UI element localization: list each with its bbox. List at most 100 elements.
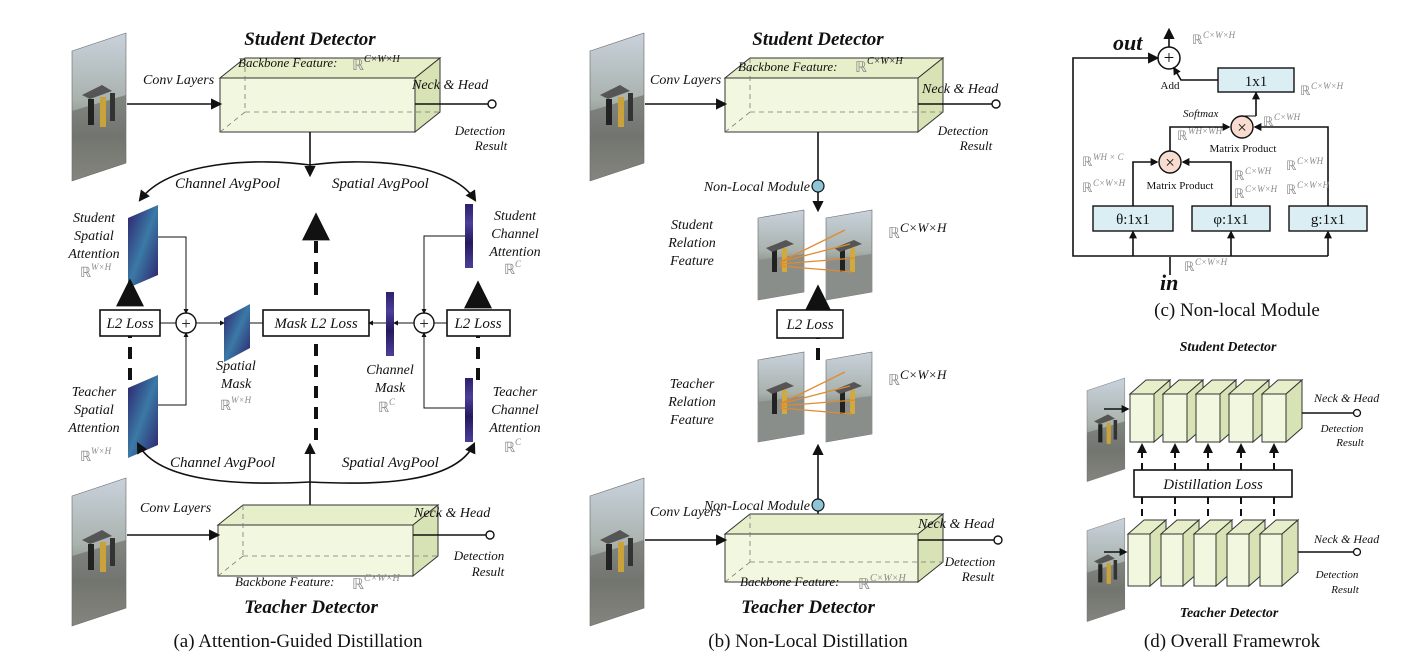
reals-symbol: ℝ — [352, 577, 364, 593]
reals-symbol: ℝ — [1300, 83, 1311, 98]
student-relation-label: Feature — [669, 254, 714, 269]
plus-icon: + — [419, 314, 429, 333]
reals-symbol: ℝ — [1192, 32, 1203, 47]
student-spatial-label: Spatial — [74, 229, 114, 244]
phi-conv-label: φ:1x1 — [1213, 212, 1248, 228]
teacher-spatial-attention-map — [128, 375, 158, 458]
panel-d-caption: (d) Overall Framewrok — [1144, 631, 1321, 652]
dims-label: C×W×H — [1203, 30, 1236, 40]
reals-symbol: ℝ — [855, 60, 867, 76]
reals-symbol: ℝ — [352, 58, 364, 74]
reals-symbol: ℝ — [378, 401, 389, 416]
dims-label: C×W×H — [364, 54, 400, 65]
plus-icon: + — [181, 314, 191, 333]
reals-symbol: ℝ — [80, 266, 91, 281]
student-output-node — [487, 99, 497, 109]
reals-symbol: ℝ — [80, 450, 91, 465]
teacher-stage-blocks — [1126, 518, 1300, 588]
dims-label: C×W×H — [1297, 180, 1330, 190]
softmax-label: Softmax — [1183, 108, 1219, 120]
plus-icon: + — [1164, 48, 1175, 69]
student-non-local-node — [811, 179, 825, 193]
teacher-relation-image-right — [825, 351, 873, 443]
student-backbone-box — [218, 56, 442, 134]
detection-label: Detection — [937, 123, 989, 138]
conv-layers-label: Conv Layers — [140, 501, 212, 516]
teacher-input-image — [71, 477, 127, 627]
student-backbone-label: Backbone Feature: — [738, 59, 838, 74]
distillation-loss-label: Distillation Loss — [1162, 477, 1263, 493]
dims-label: W×H — [91, 446, 112, 456]
g-conv-label: g:1x1 — [1311, 212, 1345, 228]
student-channel-label: Student — [494, 209, 537, 224]
reals-symbol: ℝ — [1184, 259, 1195, 274]
spatial-mask-label: Spatial — [216, 359, 256, 374]
dims-label: C×W×H — [900, 220, 947, 235]
student-channel-attention-bar — [465, 204, 473, 268]
dims-label: C×W×H — [867, 56, 903, 67]
reals-symbol: ℝ — [1082, 154, 1093, 169]
result-label: Result — [961, 569, 995, 584]
student-spatial-label: Student — [73, 211, 116, 226]
student-relation-label: Relation — [667, 236, 715, 251]
teacher-input-image-small — [1086, 517, 1126, 622]
neck-head-label: Neck & Head — [1313, 532, 1380, 546]
student-input-image-small — [1086, 377, 1126, 482]
dims-label: C — [515, 259, 522, 269]
student-stage-blocks — [1128, 378, 1304, 444]
distillation-loss-box — [1133, 469, 1293, 498]
theta-conv-label: θ:1x1 — [1116, 212, 1150, 228]
student-non-local-label: Non-Local Module — [703, 180, 810, 195]
detection-label: Detection — [1315, 569, 1359, 581]
out-label: out — [1113, 30, 1143, 55]
add-label: Add — [1161, 80, 1180, 92]
panel-a: Student Detector Backbone Feature: ℝ C×W… — [67, 29, 540, 652]
reals-symbol: ℝ — [504, 441, 515, 456]
dims-label: C×W×H — [1311, 81, 1344, 91]
teacher-relation-label: Relation — [667, 395, 715, 410]
bottom-channel-avgpool-label: Channel AvgPool — [170, 455, 275, 471]
neck-head-label: Neck & Head — [411, 78, 489, 93]
teacher-relation-arrows — [779, 371, 856, 415]
reals-symbol: ℝ — [1177, 128, 1188, 143]
b-l2-loss-label: L2 Loss — [785, 317, 833, 333]
teacher-output-node — [993, 535, 1003, 545]
panel-c-caption: (c) Non-local Module — [1154, 300, 1320, 321]
reals-symbol: ℝ — [888, 226, 900, 242]
dims-label: WH × C — [1093, 152, 1125, 162]
result-label: Result — [471, 564, 505, 579]
reals-symbol: ℝ — [220, 399, 231, 414]
detection-label: Detection — [944, 554, 996, 569]
left-l2-loss-label: L2 Loss — [105, 316, 153, 332]
panel-a-teacher-title: Teacher Detector — [244, 597, 378, 618]
conv-layers-label: Conv Layers — [650, 73, 722, 88]
channel-mask-label: Channel — [366, 363, 414, 378]
student-relation-image-right — [825, 209, 873, 301]
g-conv-box — [1288, 205, 1368, 232]
b-l2-loss-box — [776, 309, 844, 339]
student-backbone-label: Backbone Feature: — [238, 55, 338, 70]
reals-symbol: ℝ — [1082, 180, 1093, 195]
teacher-backbone-box — [723, 512, 945, 584]
student-input-image — [589, 32, 645, 182]
teacher-backbone-box — [216, 503, 440, 578]
lower-matrix-product-label: Matrix Product — [1147, 180, 1214, 192]
channel-mask-label: Mask — [374, 381, 406, 396]
teacher-relation-label: Teacher — [670, 377, 715, 392]
dims-label: C — [515, 437, 522, 447]
result-label: Result — [1335, 437, 1364, 449]
neck-head-label: Neck & Head — [1313, 391, 1380, 405]
top-channel-avgpool-label: Channel AvgPool — [175, 176, 280, 192]
teacher-non-local-node — [811, 498, 825, 512]
panel-d-student-title: Student Detector — [1180, 340, 1277, 355]
bottom-spatial-avgpool-label: Spatial AvgPool — [342, 455, 439, 471]
panel-b-caption: (b) Non-Local Distillation — [708, 631, 908, 652]
right-l2-loss-label: L2 Loss — [453, 316, 501, 332]
reals-symbol: ℝ — [1286, 158, 1297, 173]
reals-symbol: ℝ — [888, 373, 900, 389]
neck-head-label: Neck & Head — [413, 506, 491, 521]
dims-label: C×W×H — [900, 367, 947, 382]
reals-symbol: ℝ — [1263, 114, 1274, 129]
dims-label: C×W×H — [870, 573, 906, 584]
